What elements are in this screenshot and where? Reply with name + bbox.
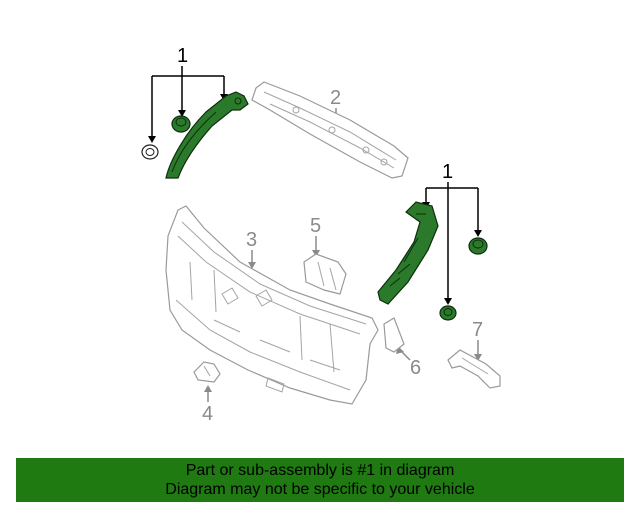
retainer-clip-right-upper — [468, 237, 488, 255]
part-3-liftgate-panel[interactable]: 3 — [165, 205, 379, 405]
part-6-cover[interactable]: 6 — [383, 317, 421, 379]
callout-6: 6 — [410, 357, 421, 379]
callout-5: 5 — [310, 215, 321, 237]
callout-1-right: 1 — [442, 161, 453, 183]
info-banner: Part or sub-assembly is #1 in diagram Di… — [16, 458, 624, 502]
leader-4 — [204, 385, 212, 402]
banner-line-1: Part or sub-assembly is #1 in diagram — [185, 462, 455, 479]
part-7-handle[interactable]: 7 — [447, 319, 501, 389]
part-4-bracket[interactable]: 4 — [193, 361, 221, 425]
washer-clip-left — [141, 144, 159, 160]
banner-line-2: Diagram may not be specific to your vehi… — [165, 481, 475, 498]
callout-2: 2 — [330, 87, 341, 109]
pillar-trim-right — [377, 201, 439, 305]
part-1-right-group[interactable]: 1 — [377, 161, 488, 321]
leader-1-left — [148, 66, 228, 143]
leader-7 — [474, 340, 482, 361]
part-2-upper-rail[interactable]: 2 — [251, 81, 409, 179]
retainer-clip-right-lower — [439, 305, 457, 321]
pillar-trim-left — [165, 91, 249, 179]
callout-7: 7 — [472, 319, 483, 341]
part-5-bracket[interactable]: 5 — [303, 215, 347, 295]
leader-3 — [248, 250, 256, 269]
callout-4: 4 — [202, 403, 213, 425]
retainer-clip-left — [171, 115, 191, 133]
callout-3: 3 — [246, 229, 257, 251]
callout-1-left: 1 — [177, 45, 188, 67]
part-1-left-group[interactable]: 1 — [141, 45, 249, 179]
